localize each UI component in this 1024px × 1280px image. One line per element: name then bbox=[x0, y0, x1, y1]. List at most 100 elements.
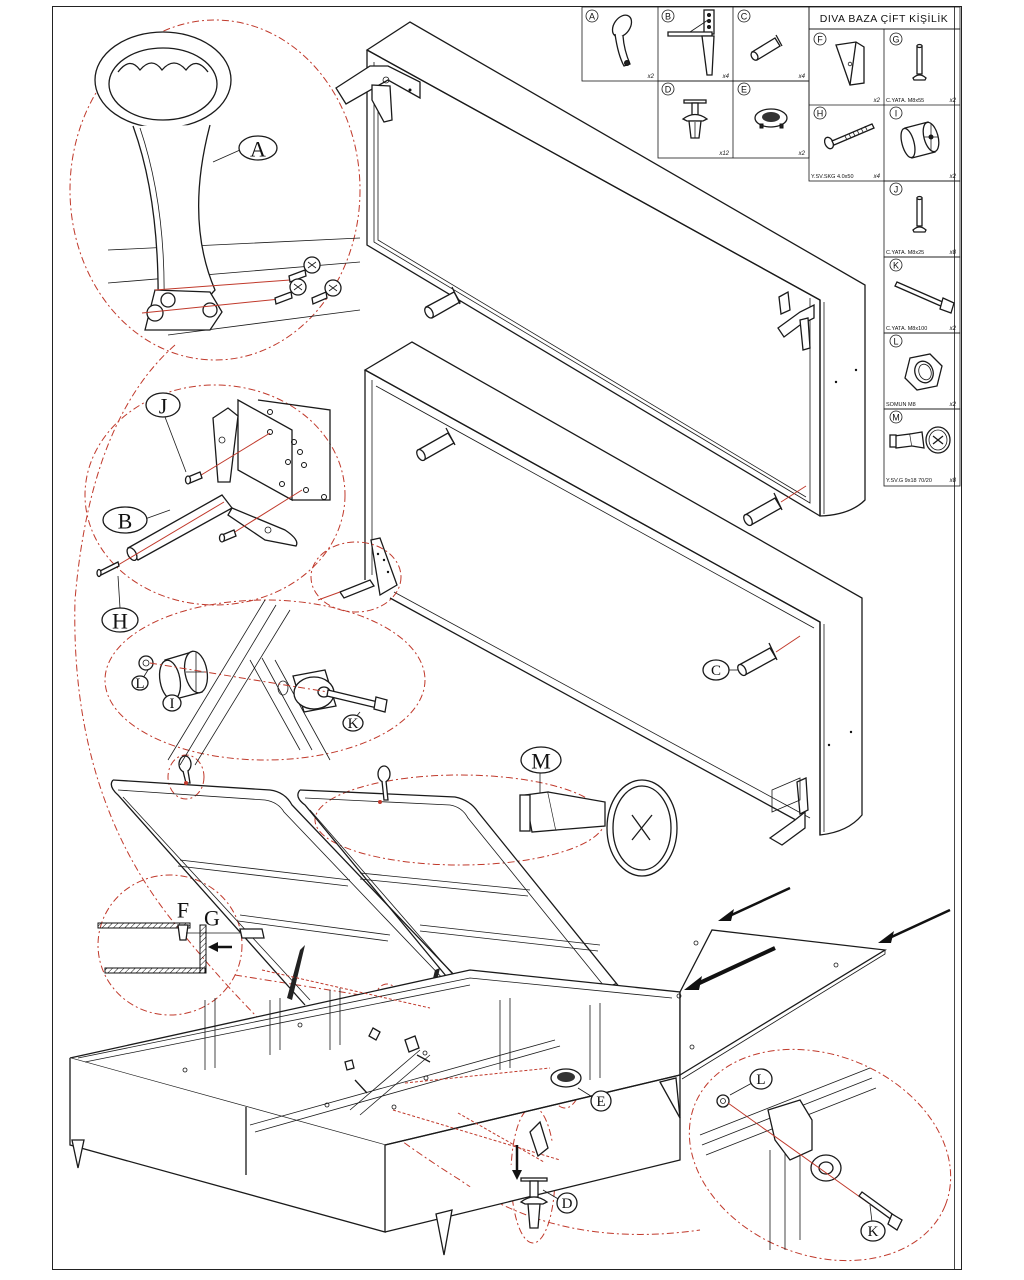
part-letter-I: I bbox=[895, 109, 898, 119]
side-panel-upper bbox=[335, 21, 866, 527]
part-letter-A: A bbox=[589, 12, 595, 22]
callout-D: D bbox=[542, 1189, 578, 1214]
screw-icon bbox=[274, 278, 307, 305]
detail-circle-leg bbox=[84, 384, 346, 606]
panel-screw-detail: M bbox=[519, 746, 678, 877]
part-letter-F: F bbox=[817, 35, 823, 45]
part-letter-K: K bbox=[893, 261, 899, 271]
part-qty-D: x12 bbox=[718, 151, 729, 157]
part-code-G: C.YATA. M8x55 bbox=[886, 98, 924, 104]
callout-J: J bbox=[145, 392, 187, 473]
hex-nut-icon bbox=[904, 353, 943, 391]
part-letter-M: M bbox=[892, 413, 900, 423]
part-qty-E: x2 bbox=[798, 151, 806, 157]
leg-bracket-icon bbox=[667, 9, 715, 76]
rivet-clip-icon bbox=[681, 99, 709, 139]
leg-detail: J B H bbox=[96, 392, 331, 634]
vent-detail: E bbox=[550, 1068, 612, 1112]
side-panel-lower bbox=[317, 341, 863, 846]
part-qty-F: x2 bbox=[873, 98, 881, 104]
part-cell-M: M Y.SV.G 9x18 70/20 x8 bbox=[886, 410, 957, 484]
callout-B-label: B bbox=[118, 509, 133, 534]
part-qty-J: x8 bbox=[949, 250, 957, 256]
callout-M: M bbox=[520, 746, 562, 793]
callout-D-label: D bbox=[562, 1196, 573, 1212]
callout-F-label: F bbox=[177, 898, 189, 923]
sleeve-icon bbox=[292, 669, 337, 713]
wood-screw-icon bbox=[823, 123, 875, 150]
part-letter-B: B bbox=[665, 12, 671, 22]
handle-icon bbox=[611, 14, 633, 67]
callout-C-label: C bbox=[711, 663, 721, 679]
hex-nut-icon bbox=[716, 1094, 730, 1108]
part-cell-A: A x2 bbox=[585, 9, 655, 80]
part-cell-H: H Y.SV.SKG 4.0x50 x4 bbox=[811, 106, 881, 180]
spacer-detail: L I K bbox=[131, 599, 388, 766]
callout-K-small: K bbox=[342, 711, 364, 732]
part-qty-L: x2 bbox=[949, 402, 957, 408]
callout-L: L bbox=[729, 1068, 773, 1096]
callout-G-label: G bbox=[204, 906, 220, 931]
long-bolt-icon bbox=[894, 281, 955, 314]
part-cell-G: G C.YATA. M8x55 x2 bbox=[886, 32, 957, 104]
callout-I: I bbox=[162, 694, 182, 712]
lid-frame-right bbox=[297, 789, 651, 1029]
part-qty-H: x4 bbox=[873, 174, 881, 180]
nut-bolt-detail: L K bbox=[699, 1067, 903, 1250]
part-cell-J: J C.YATA. M8x25 x8 bbox=[886, 182, 957, 256]
corner-bracket-icon bbox=[768, 777, 809, 846]
part-code-J: C.YATA. M8x25 bbox=[886, 250, 924, 256]
bolt-icon-j bbox=[184, 471, 203, 485]
callout-H: H bbox=[101, 575, 139, 634]
arrow-icon bbox=[684, 946, 776, 990]
part-code-M: Y.SV.G 9x18 70/20 bbox=[886, 478, 932, 484]
leg-bracket-plate-icon bbox=[317, 537, 398, 601]
vent-grille-icon bbox=[754, 108, 788, 129]
wedge-block-icon bbox=[835, 41, 865, 86]
part-letter-D: D bbox=[665, 85, 672, 95]
part-letter-E: E bbox=[741, 85, 747, 95]
callout-A: A bbox=[212, 135, 278, 163]
spacer-icon bbox=[900, 121, 940, 159]
bolt-icon-j bbox=[912, 195, 927, 233]
callout-E-label: E bbox=[596, 1094, 605, 1110]
drawing-sheet-border bbox=[52, 6, 962, 1270]
part-qty-B: x4 bbox=[722, 74, 730, 80]
callout-E: E bbox=[577, 1087, 612, 1112]
part-qty-M: x8 bbox=[949, 478, 957, 484]
part-code-L: SOMUN M8 bbox=[886, 402, 916, 408]
handle-icon bbox=[377, 765, 391, 804]
callout-C: C bbox=[702, 659, 738, 681]
long-bolt-icon bbox=[326, 689, 388, 713]
detail-circle-wedge bbox=[97, 874, 243, 1016]
clip-detail: D bbox=[512, 1120, 578, 1229]
arrow-icon bbox=[878, 908, 951, 943]
screw-icon bbox=[311, 279, 342, 305]
callout-A-label: A bbox=[250, 137, 266, 162]
part-qty-A: x2 bbox=[647, 74, 655, 80]
part-cell-K: K C.YATA. M8x100 x2 bbox=[886, 258, 957, 332]
bottom-plate bbox=[676, 886, 951, 1080]
dowel-icon bbox=[743, 485, 807, 527]
screw-icon bbox=[288, 256, 321, 283]
part-cell-F: F x2 bbox=[813, 32, 881, 104]
part-qty-G: x2 bbox=[949, 98, 957, 104]
parts-table-grid bbox=[581, 6, 961, 487]
callout-L-label: L bbox=[756, 1072, 765, 1088]
part-qty-K: x2 bbox=[949, 326, 957, 332]
part-letter-G: G bbox=[892, 35, 899, 45]
detail-circle-handle bbox=[69, 19, 361, 361]
lid-frame-left bbox=[110, 779, 479, 1006]
wedge-bolt-detail: F G bbox=[97, 898, 265, 974]
part-letter-J: J bbox=[894, 185, 899, 195]
part-cell-C: C x4 bbox=[737, 9, 806, 80]
part-cell-B: B x4 bbox=[661, 9, 730, 80]
wood-screw-icon bbox=[96, 561, 120, 578]
parts-table: DIVA BAZA ÇİFT KİŞİLİK A x2 B x4 bbox=[581, 6, 961, 487]
part-letter-L: L bbox=[893, 337, 898, 347]
corner-bracket-icon bbox=[777, 290, 815, 351]
bolt-icon-g bbox=[912, 43, 927, 81]
part-cell-D: D x12 bbox=[661, 82, 730, 157]
callout-K-label-small: K bbox=[348, 716, 359, 732]
